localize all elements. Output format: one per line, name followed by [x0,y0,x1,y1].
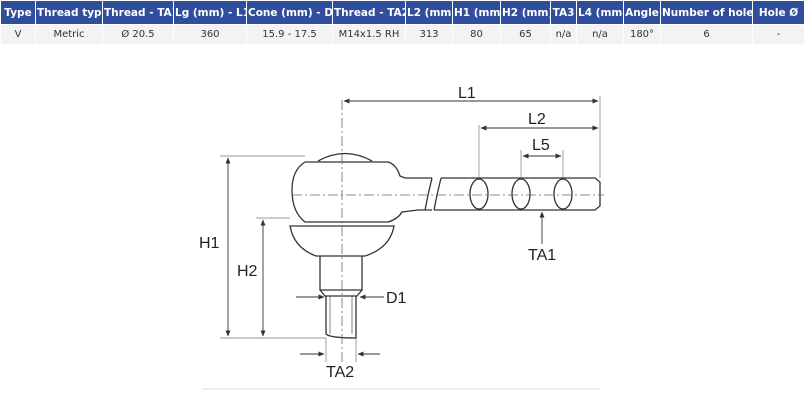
table-row: V Metric Ø 20.5 360 15.9 - 17.5 M14x1.5 … [0,24,804,45]
header-ta3: TA3 [550,0,577,25]
specs-table: Type Thread type Thread - TA1 Lg (mm) - … [0,0,804,45]
label-d1: D1 [386,290,407,307]
label-l5: L5 [532,137,550,154]
cell-ta3: n/a [550,24,577,45]
label-ta1: TA1 [528,247,556,264]
cell-thread-ta1: Ø 20.5 [102,24,174,45]
part-outline [289,152,601,339]
header-thread-ta1: Thread - TA1 [102,0,174,25]
cell-l2: 313 [405,24,453,45]
header-l4: L4 (mm) [576,0,624,25]
label-ta2: TA2 [326,364,354,381]
dimension-labels: L1 L2 L5 H1 H2 D1 TA1 TA2 [199,85,556,381]
extension-lines [220,96,601,362]
dimension-lines [225,98,599,357]
label-h1: H1 [199,235,220,252]
cell-number-of-holes: 6 [660,24,753,45]
header-thread-type: Thread type [35,0,103,25]
header-thread-ta2: Thread - TA2 [332,0,406,25]
cell-thread-ta2: M14x1.5 RH [332,24,406,45]
header-h2: H2 (mm) [500,0,551,25]
header-angle: Angle [623,0,661,25]
cell-lg-l1: 360 [173,24,247,45]
cell-hole-diameter: - [752,24,804,45]
label-h2: H2 [237,263,258,280]
cell-angle: 180° [623,24,661,45]
label-l1: L1 [458,85,476,102]
label-l2: L2 [528,111,546,128]
header-l2: L2 (mm) [405,0,453,25]
center-lines [292,100,604,362]
header-type: Type [0,0,36,25]
cell-type: V [0,24,36,45]
header-h1: H1 (mm) [452,0,501,25]
header-hole-diameter: Hole Ø [752,0,804,25]
header-number-of-holes: Number of holes [660,0,753,25]
cell-h2: 65 [500,24,551,45]
table-header-row: Type Thread type Thread - TA1 Lg (mm) - … [0,0,804,25]
header-cone-d1: Cone (mm) - D1 [246,0,333,25]
cell-h1: 80 [452,24,501,45]
header-lg-l1: Lg (mm) - L1 [173,0,247,25]
cell-cone-d1: 15.9 - 17.5 [246,24,333,45]
cell-thread-type: Metric [35,24,103,45]
cell-l4: n/a [576,24,624,45]
technical-drawing: L1 L2 L5 H1 H2 D1 TA1 TA2 [199,85,604,390]
